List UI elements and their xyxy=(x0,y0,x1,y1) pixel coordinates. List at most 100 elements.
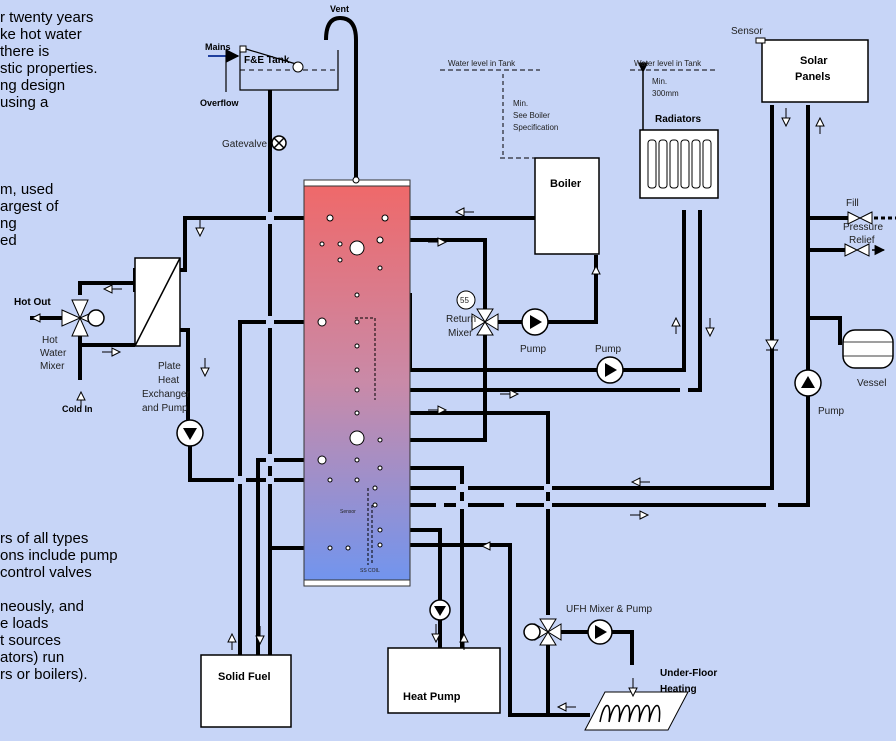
sensor-label: Sensor xyxy=(731,26,763,37)
boiler-pump-icon xyxy=(521,308,549,336)
text-line: rs of all types xyxy=(0,530,89,547)
relief-label-1: Pressure xyxy=(843,222,883,233)
ufh-to-floor xyxy=(612,630,634,665)
hw-mixer-pipe-bottom xyxy=(78,330,135,347)
fill-valve-icon xyxy=(847,211,896,225)
hx-pump-icon xyxy=(176,419,204,447)
fe-tank-label: F&E Tank xyxy=(244,55,290,66)
underfloor-heating-icon xyxy=(584,691,689,731)
water-level-radiators: Water level in Tank Min. 300mm xyxy=(630,59,715,130)
text-line: ons include pump xyxy=(0,547,118,564)
text-line: t sources xyxy=(0,632,61,649)
hx-return-pipe xyxy=(188,445,330,482)
radiators: Radiators xyxy=(639,114,719,199)
solid-fuel: Solid Fuel xyxy=(200,654,292,728)
vessel-label: Vessel xyxy=(857,378,886,389)
tank-ports xyxy=(317,214,389,551)
solar-pump-label: Pump xyxy=(818,406,845,417)
min-300-1: Min. xyxy=(652,77,667,86)
hw-mixer-label-1: Hot xyxy=(42,335,58,346)
return-mixer-label-1: Return xyxy=(446,314,476,325)
flow-arrows xyxy=(30,108,825,712)
plate-label-2: Heat xyxy=(158,375,179,386)
vessel-branch xyxy=(808,316,842,345)
solar-return-pipe xyxy=(375,395,810,507)
text-line: control valves xyxy=(0,564,92,581)
return-mixer-label-2: Mixer xyxy=(448,328,473,339)
solar-pump-icon xyxy=(794,369,822,397)
fe-tank: F&E Tank Mains Overflow Vent xyxy=(200,4,349,108)
min-300-2: 300mm xyxy=(652,89,679,98)
solar-panels: Solar Panels xyxy=(755,37,869,103)
tank-sensor-label: Sensor xyxy=(340,509,356,515)
boiler-flow-pipe xyxy=(380,238,487,320)
heat-pump: Heat Pump xyxy=(387,647,501,714)
text-line: ed xyxy=(0,232,17,249)
min-boiler-3: Specification xyxy=(513,123,558,132)
min-boiler-2: See Boiler xyxy=(513,111,550,120)
overflow-label: Overflow xyxy=(200,98,240,108)
text-line: there is xyxy=(0,43,50,60)
solid-fuel-label: Solid Fuel xyxy=(218,671,271,683)
text-line: ators) run xyxy=(0,649,65,666)
boiler: Boiler xyxy=(534,157,600,255)
water-level-boiler: Water level in Tank Min. See Boiler Spec… xyxy=(440,59,558,159)
solar-check-valve-icon xyxy=(765,339,779,351)
plate-label-3: Exchanger xyxy=(142,389,190,400)
solid-fuel-return xyxy=(256,458,322,655)
vent-label: Vent xyxy=(330,4,349,14)
plate-label-4: and Pump xyxy=(142,403,188,414)
ufh-mixer-icon xyxy=(523,618,562,646)
ufh-mixer-pump-label: UFH Mixer & Pump xyxy=(566,604,653,615)
mains-label: Mains xyxy=(205,42,231,52)
relief-label-2: Relief xyxy=(849,235,875,246)
text-line: ng design xyxy=(0,77,66,94)
vent-pipe xyxy=(324,15,358,180)
body-text-middle: m, used argest of ng ed xyxy=(0,181,58,249)
return-mixer-icon: 55 xyxy=(456,290,499,336)
text-line: ng xyxy=(0,215,17,232)
ufh-flow-pipe xyxy=(355,411,550,615)
storage-tank: Sensor SS COIL xyxy=(303,176,411,587)
text-line: r twenty years xyxy=(0,9,94,26)
solid-fuel-flow xyxy=(238,320,318,655)
hw-mixer-label-2: Water xyxy=(40,348,67,359)
body-text-bottom: rs of all types ons include pump control… xyxy=(0,530,118,683)
radiator-flow-riser xyxy=(622,210,686,372)
hot-out-label: Hot Out xyxy=(14,297,51,308)
boiler-label: Boiler xyxy=(550,178,582,190)
text-line: neously, and xyxy=(0,598,84,615)
coil-tag: SS COIL xyxy=(360,568,380,574)
pressure-relief-icon xyxy=(844,243,886,257)
hot-water-mixer-icon xyxy=(61,299,105,337)
text-line: ke hot water xyxy=(0,26,82,43)
solar-label-1: Solar xyxy=(800,55,828,67)
fill-label: Fill xyxy=(846,198,859,209)
pump-to-boiler xyxy=(548,255,598,324)
text-line: rs or boilers). xyxy=(0,666,88,683)
solar-label-2: Panels xyxy=(795,71,830,83)
underfloor-label-1: Under-Floor xyxy=(660,668,717,679)
cold-in-label: Cold In xyxy=(62,404,93,414)
text-line: e loads xyxy=(0,615,49,632)
text-line: stic properties. xyxy=(0,60,98,77)
underfloor-label-2: Heating xyxy=(660,684,697,695)
radiator-pump-label: Pump xyxy=(595,344,622,355)
heat-pump-label: Heat Pump xyxy=(403,691,461,703)
hx-pump-pipe xyxy=(180,328,190,420)
plate-heat-exchanger xyxy=(134,257,181,347)
heat-pump-circulator-icon xyxy=(429,599,451,621)
radiator-return-pipe xyxy=(355,210,702,392)
min-boiler-1: Min. xyxy=(513,99,528,108)
hw-mixer-label-3: Mixer xyxy=(40,361,65,372)
radiator-pump-icon xyxy=(596,356,624,384)
text-line: using a xyxy=(0,94,49,111)
expansion-vessel-icon xyxy=(842,329,894,369)
water-level-label-1: Water level in Tank xyxy=(448,59,516,68)
plate-label-1: Plate xyxy=(158,361,181,372)
mixer-setting: 55 xyxy=(460,296,469,305)
crossing-gaps xyxy=(234,212,778,509)
boiler-pump-label: Pump xyxy=(520,344,547,355)
